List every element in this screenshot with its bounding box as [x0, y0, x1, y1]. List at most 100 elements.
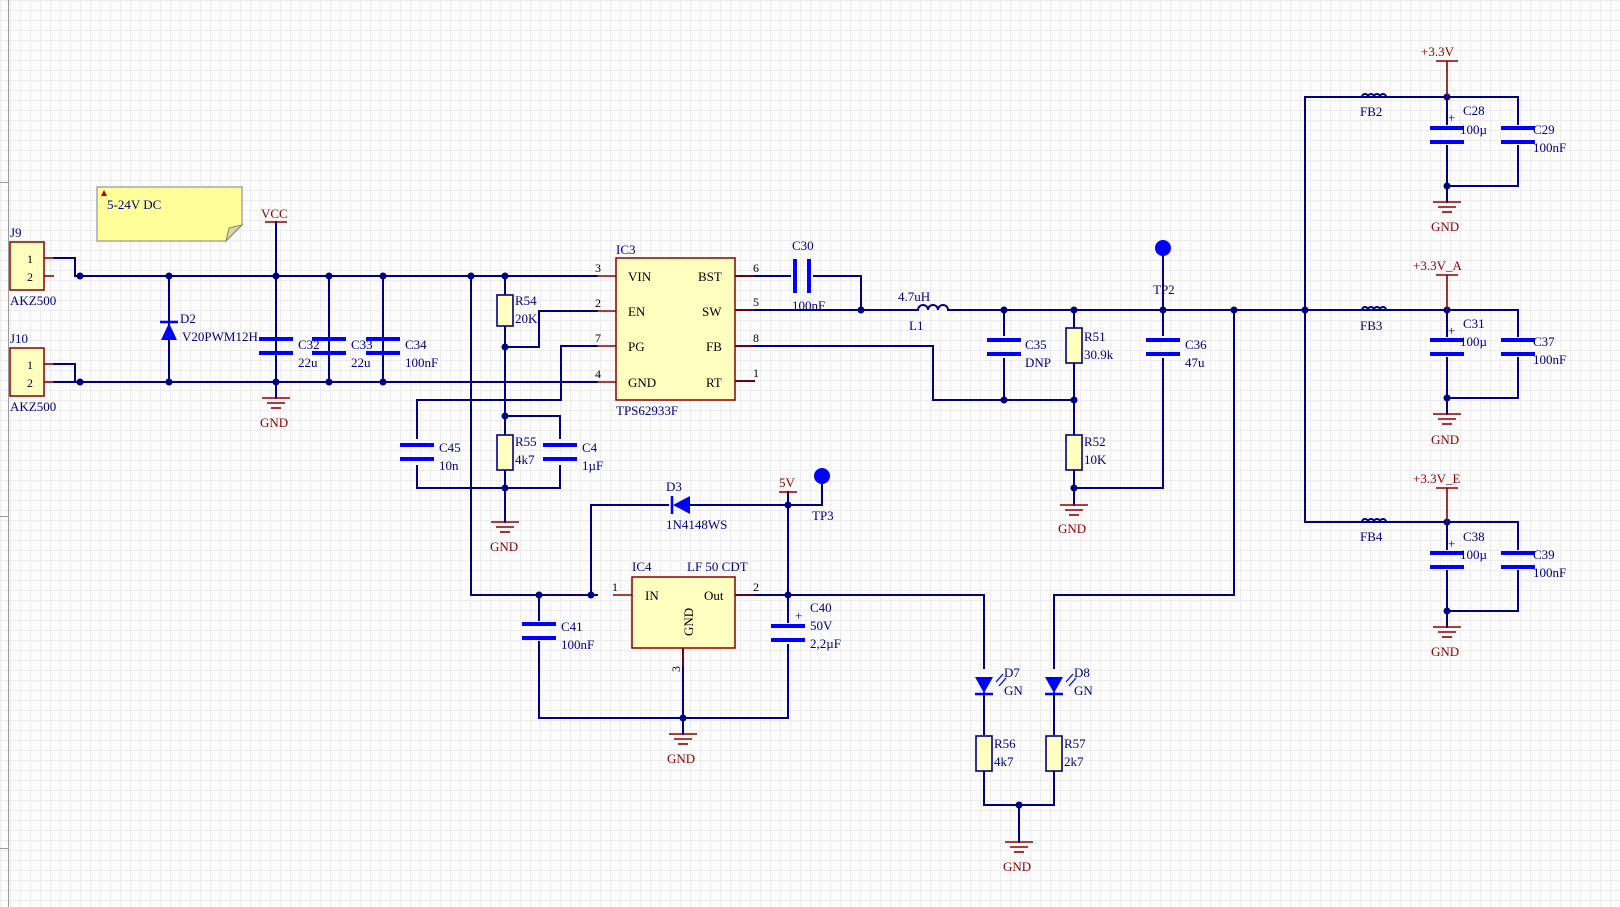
svg-text:GND: GND [681, 608, 696, 636]
svg-text:C31: C31 [1463, 316, 1485, 331]
svg-text:AKZ500: AKZ500 [10, 399, 56, 414]
inductor-l1[interactable]: 4.7uH L1 [898, 289, 949, 333]
svg-text:L1: L1 [909, 318, 923, 333]
test-point-tp2[interactable]: TP2 [1153, 240, 1175, 297]
capacitor-c4[interactable]: C4 1µF [543, 440, 603, 473]
svg-text:C30: C30 [792, 238, 814, 253]
capacitor-c31[interactable]: + C31 100µ [1430, 316, 1488, 356]
svg-text:FB: FB [706, 339, 722, 354]
capacitor-c29[interactable]: C29 100nF [1501, 122, 1566, 155]
power-port-3v3-e[interactable]: +3.3V_E [1413, 471, 1460, 522]
sheet-border [8, 0, 9, 907]
capacitor-c30[interactable]: C30 100nF [792, 238, 825, 313]
gnd-port-3v3[interactable]: GND [1431, 201, 1461, 234]
diode-d3[interactable]: D3 1N4148WS [666, 479, 727, 532]
svg-text:C40: C40 [810, 600, 832, 615]
ferrite-fb4[interactable]: FB4 [1360, 518, 1387, 544]
gnd-port-3v3-e[interactable]: GND [1431, 626, 1461, 659]
svg-text:GND: GND [1431, 219, 1459, 234]
svg-text:LF 50 CDT: LF 50 CDT [687, 559, 748, 574]
svg-text:GND: GND [628, 375, 656, 390]
svg-text:1: 1 [27, 252, 33, 266]
svg-text:+: + [1448, 536, 1455, 551]
capacitor-c40[interactable]: + C40 50V 2,2µF [771, 600, 841, 651]
svg-text:2: 2 [27, 376, 33, 390]
gnd-port-3[interactable]: GND [1058, 504, 1088, 536]
svg-text:6: 6 [753, 261, 759, 275]
capacitor-c39[interactable]: C39 100nF [1501, 547, 1566, 580]
svg-text:GND: GND [1431, 432, 1459, 447]
svg-text:AKZ500: AKZ500 [10, 293, 56, 308]
svg-text:GND: GND [667, 751, 695, 766]
svg-text:4: 4 [595, 367, 601, 381]
ic4-lf50cdt[interactable]: IC4 LF 50 CDT 1 IN 2 Out GND 3 [612, 559, 759, 672]
note-5-24v[interactable]: 5-24V DC [96, 186, 244, 243]
resistor-r52[interactable]: R52 10K [1065, 434, 1107, 471]
svg-text:TPS62933F: TPS62933F [616, 403, 678, 418]
svg-text:FB3: FB3 [1360, 318, 1382, 333]
ferrite-fb2[interactable]: FB2 [1360, 93, 1440, 119]
connector-j9[interactable]: J9 1 2 AKZ500 [9, 225, 56, 308]
resistor-r56[interactable]: R56 4k7 [975, 735, 1016, 772]
border-tick [0, 516, 9, 517]
capacitor-c45[interactable]: C45 10n [400, 440, 461, 473]
diode-d2[interactable]: D2 V20PWM12H [160, 311, 258, 344]
svg-text:C45: C45 [439, 440, 461, 455]
resistor-r51[interactable]: R51 30.9k [1065, 327, 1114, 364]
svg-text:R51: R51 [1084, 329, 1106, 344]
capacitor-c36[interactable]: C36 47u [1146, 337, 1207, 370]
ferrite-fb3[interactable]: FB3 [1360, 306, 1387, 333]
svg-text:GND: GND [1058, 521, 1086, 536]
led-d7[interactable]: D7 GN [975, 665, 1023, 698]
power-port-5v[interactable]: 5V [779, 475, 797, 493]
svg-text:IN: IN [645, 588, 659, 603]
svg-text:PG: PG [628, 339, 645, 354]
border-tick [0, 848, 9, 849]
svg-text:1µF: 1µF [582, 458, 603, 473]
svg-text:2: 2 [595, 296, 601, 310]
note-text: 5-24V DC [107, 197, 161, 212]
gnd-port-4[interactable]: GND [667, 733, 697, 766]
svg-text:R52: R52 [1084, 434, 1106, 449]
power-port-vcc[interactable]: VCC [261, 206, 288, 223]
capacitor-c35[interactable]: C35 DNP [987, 337, 1051, 370]
gnd-port-2[interactable]: GND [490, 521, 519, 554]
svg-text:C34: C34 [405, 337, 427, 352]
ic3-tps62933f[interactable]: IC3 TPS62933F 3 2 7 4 VIN EN PG GND 6 5 … [595, 242, 759, 418]
svg-text:R57: R57 [1064, 736, 1086, 751]
capacitor-c34[interactable]: C34 100nF [366, 337, 438, 370]
test-point-tp3[interactable]: TP3 [812, 468, 834, 523]
svg-text:C36: C36 [1185, 337, 1207, 352]
svg-text:100µ: 100µ [1460, 547, 1488, 562]
svg-text:100µ: 100µ [1460, 334, 1488, 349]
capacitor-c41[interactable]: C41 100nF [522, 619, 594, 652]
capacitor-c32[interactable]: C32 22u [259, 337, 320, 370]
capacitor-c33[interactable]: C33 22u [312, 337, 373, 370]
svg-text:8: 8 [753, 331, 759, 345]
capacitor-c37[interactable]: C37 100nF [1501, 334, 1566, 367]
power-port-3v3-a[interactable]: +3.3V_A [1413, 258, 1462, 310]
led-d8[interactable]: D8 GN [1045, 665, 1093, 698]
svg-text:GN: GN [1074, 683, 1093, 698]
svg-text:D2: D2 [180, 311, 196, 326]
gnd-port-3v3-a[interactable]: GND [1431, 413, 1461, 447]
resistor-r55[interactable]: R55 4k7 [496, 434, 537, 471]
resistor-r54[interactable]: R54 20K [496, 293, 538, 327]
power-port-3v3[interactable]: +3.3V [1421, 44, 1458, 97]
svg-text:20K: 20K [515, 311, 538, 326]
svg-text:IC3: IC3 [616, 242, 636, 257]
gnd-port-5[interactable]: GND [1003, 841, 1033, 874]
connector-j10[interactable]: J10 1 2 AKZ500 [9, 331, 56, 414]
svg-text:BST: BST [698, 269, 722, 284]
capacitor-c28[interactable]: + C28 100µ [1430, 103, 1488, 144]
gnd-port-1[interactable]: GND [260, 397, 290, 430]
svg-text:R56: R56 [994, 736, 1016, 751]
resistor-r57[interactable]: R57 2k7 [1045, 735, 1086, 772]
svg-text:1: 1 [27, 358, 33, 372]
capacitor-c38[interactable]: + C38 100µ [1430, 529, 1488, 569]
diode-symbol-icon [161, 323, 177, 340]
svg-text:1: 1 [612, 580, 618, 594]
test-point-icon [1155, 240, 1171, 256]
svg-text:GN: GN [1004, 683, 1023, 698]
